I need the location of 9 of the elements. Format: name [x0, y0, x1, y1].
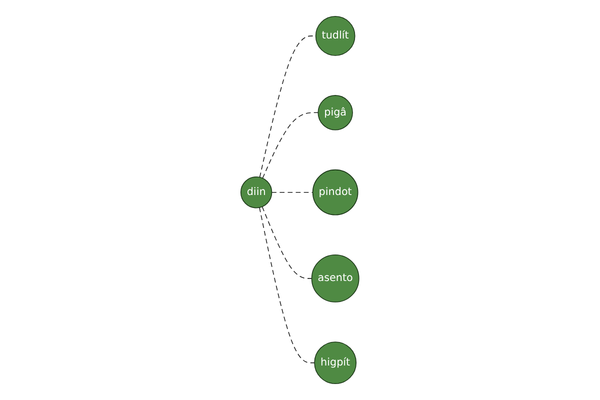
node-circle: diin	[240, 176, 272, 208]
connector	[262, 206, 312, 279]
connector	[262, 112, 319, 179]
node-circle: tudlít	[316, 16, 356, 56]
connector	[259, 207, 316, 364]
node-circle: pigâ	[318, 95, 354, 130]
node-circle: higpít	[314, 342, 357, 384]
node-circle: pindot	[312, 169, 358, 216]
node-circle: asento	[311, 254, 360, 302]
